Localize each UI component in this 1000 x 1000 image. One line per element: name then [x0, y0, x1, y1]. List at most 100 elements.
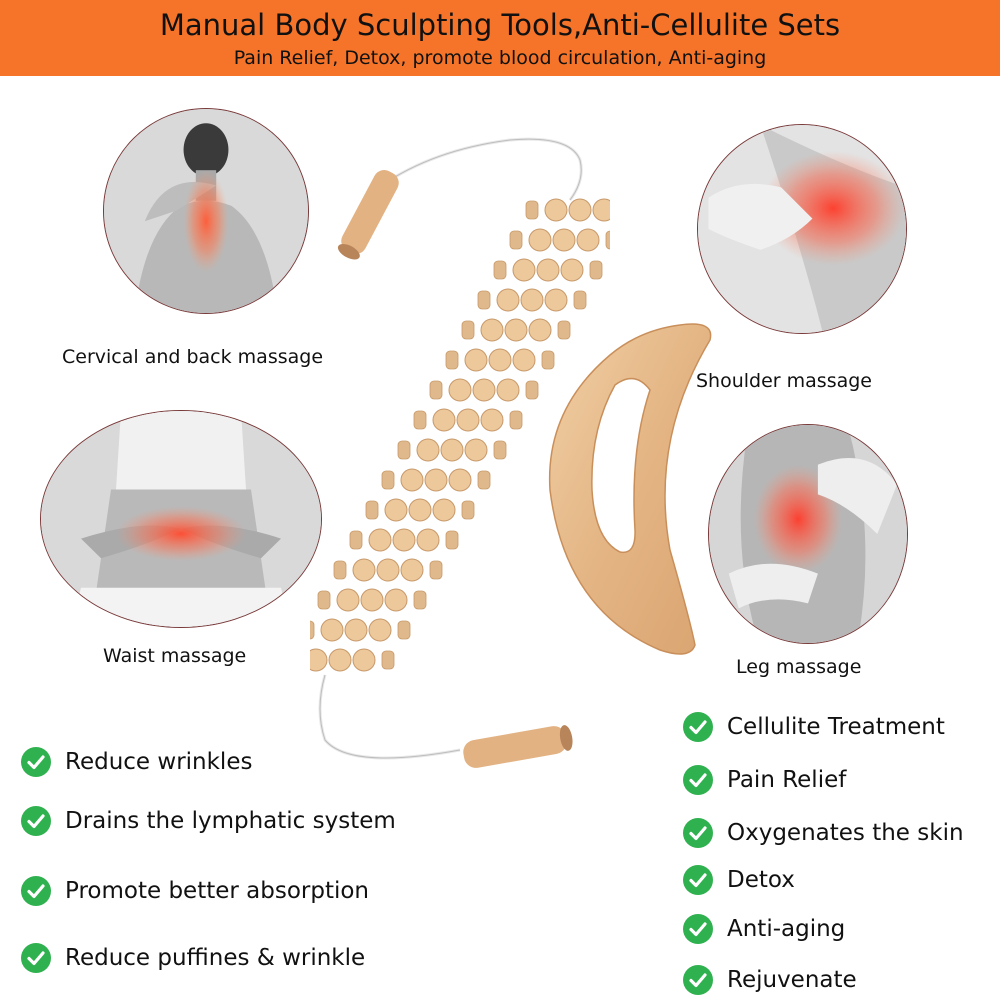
wood-bead — [384, 588, 408, 612]
wood-bead — [352, 648, 376, 672]
list-item: Pain Relief — [683, 762, 846, 798]
bead-spacer — [589, 260, 603, 280]
list-item: Cellulite Treatment — [683, 709, 945, 745]
wood-bead — [544, 198, 568, 222]
wood-bead — [464, 438, 488, 462]
wood-bead — [536, 258, 560, 282]
back-massage-caption: Cervical and back massage — [62, 346, 324, 368]
list-item: Anti-aging — [683, 911, 845, 947]
benefit-label: Pain Relief — [727, 767, 847, 793]
list-item: Reduce wrinkles — [21, 744, 252, 780]
wood-bead — [496, 288, 520, 312]
wood-bead — [336, 588, 360, 612]
wood-bead — [528, 228, 552, 252]
wood-bead — [592, 198, 616, 222]
check-circle-icon — [683, 965, 713, 995]
wood-bead — [400, 468, 424, 492]
wood-bead — [520, 288, 544, 312]
bead-spacer — [557, 320, 571, 340]
check-circle-icon — [683, 865, 713, 895]
bead-spacer — [541, 350, 555, 370]
check-circle-icon — [683, 712, 713, 742]
bead-spacer — [461, 500, 475, 520]
check-circle-icon — [21, 876, 51, 906]
check-circle-icon — [21, 943, 51, 973]
wood-bead — [368, 618, 392, 642]
wood-bead — [456, 408, 480, 432]
bead-spacer — [477, 290, 491, 310]
benefit-label: Reduce puffines & wrinkle — [65, 945, 366, 971]
wood-bead — [400, 558, 424, 582]
bead-spacer — [605, 230, 619, 250]
wood-bead — [544, 288, 568, 312]
bead-spacer — [301, 620, 315, 640]
list-item: Oxygenates the skin — [683, 815, 964, 851]
bead-spacer — [509, 230, 523, 250]
wood-bead — [424, 468, 448, 492]
wood-bead — [320, 618, 344, 642]
wood-bead — [432, 408, 456, 432]
bead-spacer — [381, 650, 395, 670]
waist-massage-photo — [40, 410, 322, 628]
wood-bead — [480, 408, 504, 432]
wood-bead — [480, 318, 504, 342]
bead-spacer — [445, 530, 459, 550]
list-item: Drains the lymphatic system — [21, 803, 396, 839]
header-banner: Manual Body Sculpting Tools,Anti-Celluli… — [0, 0, 1000, 76]
check-circle-icon — [683, 765, 713, 795]
leg-massage-photo — [708, 424, 908, 644]
benefit-label: Reduce wrinkles — [65, 749, 253, 775]
bead-spacer — [525, 200, 539, 220]
bead-spacer — [413, 590, 427, 610]
wood-bead — [568, 198, 592, 222]
wood-bead — [408, 498, 432, 522]
wood-bead — [368, 528, 392, 552]
check-circle-icon — [683, 914, 713, 944]
wood-bead — [344, 618, 368, 642]
wood-bead — [432, 498, 456, 522]
benefit-label: Cellulite Treatment — [727, 714, 945, 740]
benefit-label: Oxygenates the skin — [727, 820, 964, 846]
shoulder-massage-photo — [697, 124, 907, 334]
list-item: Reduce puffines & wrinkle — [21, 940, 365, 976]
list-item: Rejuvenate — [683, 962, 857, 998]
wood-bead — [416, 528, 440, 552]
check-circle-icon — [21, 747, 51, 777]
bead-spacer — [493, 440, 507, 460]
check-circle-icon — [21, 806, 51, 836]
bead-spacer — [525, 380, 539, 400]
bead-spacer — [461, 320, 475, 340]
wood-bead — [448, 468, 472, 492]
list-item: Detox — [683, 862, 795, 898]
wooden-roller-belt — [285, 130, 635, 780]
wood-bead — [384, 498, 408, 522]
wood-bead — [360, 588, 384, 612]
bead-spacer — [493, 260, 507, 280]
bead-spacer — [509, 410, 523, 430]
wood-bead — [504, 318, 528, 342]
banner-subtitle: Pain Relief, Detox, promote blood circul… — [233, 47, 767, 69]
bead-spacer — [397, 620, 411, 640]
wood-bead — [512, 258, 536, 282]
bead-spacer — [365, 500, 379, 520]
wood-bead — [488, 348, 512, 372]
wood-bead — [512, 348, 536, 372]
benefit-label: Detox — [727, 867, 795, 893]
waist-massage-caption: Waist massage — [103, 645, 247, 667]
wood-bead — [464, 348, 488, 372]
wood-bead — [440, 438, 464, 462]
benefit-label: Drains the lymphatic system — [65, 808, 396, 834]
check-circle-icon — [683, 818, 713, 848]
bead-spacer — [413, 410, 427, 430]
wood-bead — [576, 228, 600, 252]
wood-bead — [304, 648, 328, 672]
bead-spacer — [429, 560, 443, 580]
wood-bead — [392, 528, 416, 552]
bead-spacer — [477, 470, 491, 490]
bead-spacer — [381, 470, 395, 490]
shoulder-massage-caption: Shoulder massage — [696, 370, 872, 392]
bead-spacer — [429, 380, 443, 400]
wood-bead — [376, 558, 400, 582]
wood-bead — [560, 258, 584, 282]
benefit-label: Rejuvenate — [727, 967, 857, 993]
